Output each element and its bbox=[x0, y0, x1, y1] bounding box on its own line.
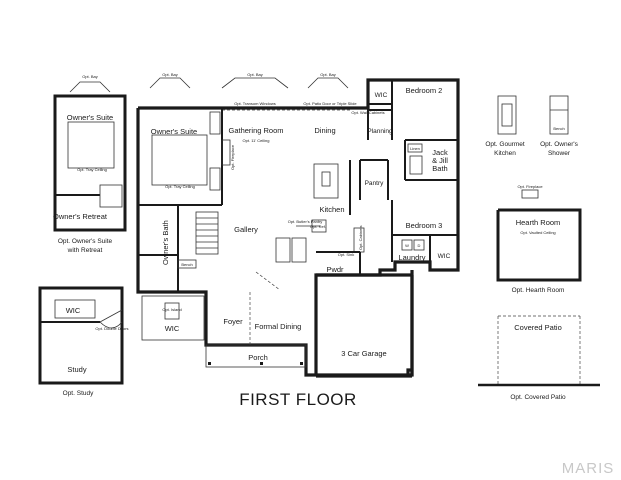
covered-patio-plan: Covered Patio Opt. Covered Patio bbox=[478, 315, 600, 401]
study-caption: Opt. Study bbox=[63, 390, 94, 397]
room-jj-bath-2: & Jill bbox=[432, 156, 448, 165]
wall-cabinets-note: Opt. Wall Cabinets bbox=[351, 110, 384, 115]
gourmet-caption-1: Opt. Gourmet bbox=[485, 141, 525, 148]
patio-caption: Opt. Covered Patio bbox=[510, 394, 566, 401]
bay-note-1: Opt. Bay bbox=[162, 72, 178, 77]
room-porch: Porch bbox=[248, 353, 268, 362]
room-foyer: Foyer bbox=[223, 317, 243, 326]
dryer-label: D bbox=[418, 243, 421, 248]
study-plan: WIC Opt. Double Doors Study Opt. Study bbox=[38, 286, 129, 397]
room-gallery: Gallery bbox=[234, 225, 258, 234]
room-laundry: Laundry bbox=[398, 253, 425, 262]
room-owners-bath: Owner's Bath bbox=[161, 220, 170, 265]
room-bedroom-2: Bedroom 2 bbox=[406, 86, 443, 95]
room-jj-bath-1: Jack bbox=[432, 148, 448, 157]
retreat-caption-1: Opt. Owner's Suite bbox=[58, 238, 113, 245]
shower-bench: Bench bbox=[553, 126, 564, 131]
room-dining: Dining bbox=[314, 126, 335, 135]
room-wic-suite: WIC bbox=[165, 324, 180, 333]
plan-title: FIRST FLOOR bbox=[239, 390, 357, 409]
transom-note: Opt. Transom Windows bbox=[234, 101, 276, 106]
hearth-vaulted-note: Opt. Vaulted Ceiling bbox=[520, 230, 555, 235]
washer-label: W bbox=[405, 243, 409, 248]
linen-note: Linen bbox=[410, 146, 420, 151]
retreat-room-label: Owner's Retreat bbox=[53, 212, 108, 221]
owners-shower-plan: Bench Opt. Owner's Shower bbox=[540, 95, 579, 157]
ceiling-note: Opt. 11' Ceiling bbox=[243, 138, 270, 143]
gourmet-caption-2: Kitchen bbox=[494, 150, 516, 157]
room-wic-laundry: WIC bbox=[438, 253, 451, 260]
hearth-room-label: Hearth Room bbox=[516, 218, 561, 227]
gourmet-kitchen-plan: Opt. Gourmet Kitchen bbox=[485, 95, 525, 157]
retreat-bay-note: Opt. Bay bbox=[82, 74, 98, 79]
hearth-room-plan: Opt. Fireplace Hearth Room Opt. Vaulted … bbox=[496, 184, 582, 294]
room-formal-dining: Formal Dining bbox=[255, 322, 302, 331]
room-garage: 3 Car Garage bbox=[341, 349, 386, 358]
patio-door-note: Opt. Patio Door or Triple Slide bbox=[303, 101, 357, 106]
room-pwdr: Pwdr bbox=[326, 265, 344, 274]
room-gathering: Gathering Room bbox=[228, 126, 283, 135]
bench-label: Bench bbox=[181, 262, 192, 267]
room-bedroom-3: Bedroom 3 bbox=[406, 221, 443, 230]
hearth-caption: Opt. Hearth Room bbox=[512, 287, 565, 294]
cabinets-note: Opt. Cabinets bbox=[358, 226, 363, 250]
patio-room-label: Covered Patio bbox=[514, 323, 562, 332]
room-pantry: Pantry bbox=[365, 180, 385, 187]
tray-ceiling-note: Opt. Tray Ceiling bbox=[165, 184, 195, 189]
watermark: MARIS bbox=[562, 460, 615, 477]
room-wic-top: WIC bbox=[375, 92, 388, 99]
study-wic-label: WIC bbox=[66, 306, 81, 315]
retreat-suite-label: Owner's Suite bbox=[67, 113, 113, 122]
ref-note: Opt. Ref. bbox=[310, 224, 326, 229]
room-planning: Planning bbox=[367, 128, 393, 135]
owners-retreat-plan: Opt. Bay Owner's Suite Opt. Tray Ceiling… bbox=[53, 74, 127, 254]
main-plan: Opt. Bay Opt. Bay Opt. Bay Opt. Transom … bbox=[136, 72, 460, 378]
fireplace-note: Opt. Fireplace bbox=[230, 144, 235, 170]
island-note: Opt. Island bbox=[162, 307, 181, 312]
room-kitchen: Kitchen bbox=[319, 205, 344, 214]
retreat-caption-2: with Retreat bbox=[67, 247, 103, 254]
room-jj-bath-3: Bath bbox=[432, 164, 447, 173]
bay-note-3: Opt. Bay bbox=[320, 72, 336, 77]
study-doors-note: Opt. Double Doors bbox=[95, 326, 128, 331]
room-owners-suite: Owner's Suite bbox=[151, 127, 197, 136]
sink-note: Opt. Sink bbox=[338, 252, 354, 257]
butlers-pantry-note: Opt. Butler's Pantry bbox=[288, 219, 323, 224]
study-room-label: Study bbox=[67, 365, 86, 374]
shower-caption-2: Shower bbox=[548, 150, 571, 157]
bay-note-2: Opt. Bay bbox=[247, 72, 263, 77]
shower-caption-1: Opt. Owner's bbox=[540, 141, 578, 148]
hearth-fireplace-note: Opt. Fireplace bbox=[517, 184, 543, 189]
retreat-tray-note: Opt. Tray Ceiling bbox=[77, 167, 107, 172]
